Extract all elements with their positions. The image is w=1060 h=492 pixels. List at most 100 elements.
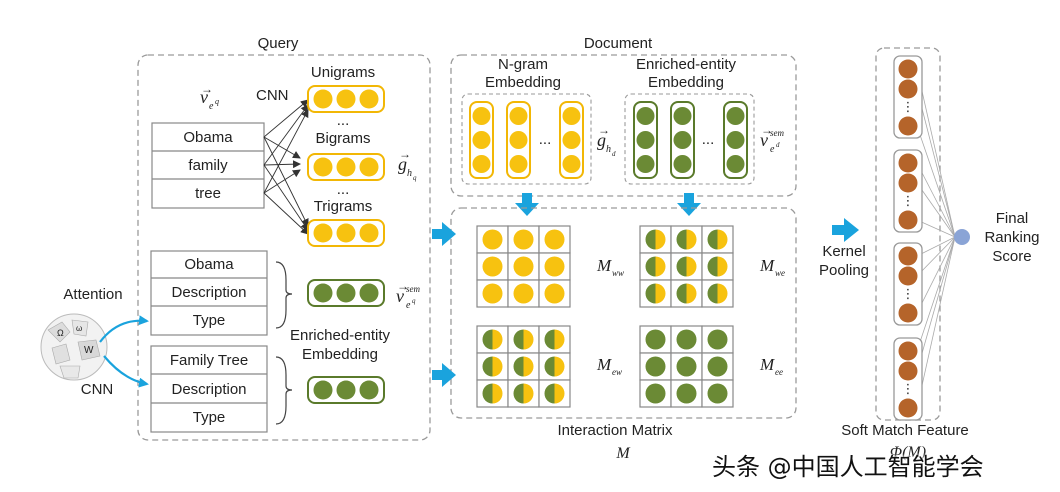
connection-line: [916, 219, 956, 238]
green-dot: [707, 329, 728, 350]
document-title: Document: [584, 35, 653, 52]
yellow-dot: [336, 223, 356, 243]
query-g-subsub: q: [413, 174, 417, 182]
green-dot: [313, 283, 333, 303]
connection-line: [916, 88, 956, 238]
soft-match-column: ⋮: [893, 55, 923, 139]
doc-sem-subsup: d: [776, 141, 780, 149]
soft-match-columns: ⋮ ⋮ ⋮ ⋮: [893, 55, 923, 421]
svg-text:we: we: [775, 268, 785, 278]
half-match-dot: [707, 283, 728, 304]
svg-text:→: →: [399, 147, 411, 161]
brown-dot: [898, 59, 918, 79]
green-dot: [726, 131, 745, 149]
green-dot: [645, 383, 666, 404]
yellow-dot: [472, 155, 491, 173]
soft-match-column: ⋮: [893, 337, 923, 421]
query-panel: [137, 54, 431, 441]
wikipedia-globe-icon: Ω W ω: [40, 313, 108, 381]
yellow-embedding-column: [469, 101, 494, 179]
svg-text:M: M: [759, 256, 775, 275]
green-dot: [645, 356, 666, 377]
yellow-dot: [359, 157, 379, 177]
brown-dot: [898, 210, 918, 230]
attention-arrow: [99, 315, 149, 343]
green-dot: [673, 131, 692, 149]
green-dot: [676, 383, 697, 404]
query-cnn-label: CNN: [256, 87, 289, 104]
brown-dot: [898, 361, 918, 381]
query-vector-symbol: v: [200, 87, 208, 107]
green-dot: [636, 107, 655, 125]
kernel-pooling-label-1: Kernel: [822, 243, 865, 260]
matrix-label-we: M we: [759, 256, 785, 278]
yellow-dot: [562, 131, 581, 149]
soft-match-title: Soft Match Feature: [841, 422, 969, 439]
entity1-brace: [275, 261, 293, 329]
connection-line: [916, 236, 956, 257]
half-match-dot: [676, 229, 697, 250]
brown-dot: [898, 398, 918, 418]
kernel-pooling-arrow-icon: [832, 218, 859, 242]
interaction-matrix-we: [639, 225, 734, 308]
doc-ngram-ellipsis: ...: [539, 131, 552, 148]
half-match-dot: [707, 256, 728, 277]
entity-field: Type: [193, 312, 226, 329]
soft-match-connections: [916, 68, 956, 409]
svg-text:W: W: [84, 345, 94, 356]
green-dot: [645, 329, 666, 350]
svg-text:→: →: [201, 82, 213, 96]
yellow-embedding-pill: [307, 85, 385, 113]
ngram-ellipsis: ...: [337, 181, 350, 198]
doc-ngram-title-1: N-gram: [498, 56, 548, 73]
yellow-dot: [359, 89, 379, 109]
entity-field: Family Tree: [170, 352, 248, 369]
green-dot: [707, 383, 728, 404]
connection-line: [916, 125, 956, 238]
doc-sem-symbol: v: [760, 130, 768, 150]
yellow-dot: [513, 229, 534, 250]
bigrams-label: Bigrams: [315, 130, 370, 147]
yellow-dot: [509, 155, 528, 173]
entity-field: Obama: [184, 256, 234, 273]
down-arrow-icon: [515, 193, 539, 216]
green-embedding-column: [670, 101, 695, 179]
final-label-2: Ranking: [984, 229, 1039, 246]
connection-line: [916, 236, 956, 314]
matrix-label-ww: M ww: [596, 256, 624, 278]
doc-g-symbol: g: [597, 130, 606, 150]
query-sem-sub: e: [406, 300, 411, 311]
right-arrow-icon: [432, 222, 456, 246]
query-ngram-vector-label: g → h q: [398, 147, 417, 182]
green-dot: [359, 283, 379, 303]
half-match-dot: [513, 383, 534, 404]
query-word: tree: [195, 185, 221, 202]
svg-text:ω: ω: [76, 324, 82, 333]
soft-ellipsis: ⋮: [902, 286, 915, 301]
yellow-dot: [544, 229, 565, 250]
green-dot: [336, 283, 356, 303]
green-embedding-column: [633, 101, 658, 179]
right-arrow-icon: [432, 363, 456, 387]
soft-match-symbol: Φ(M): [890, 444, 926, 461]
query-sem-sup: sem: [406, 284, 420, 294]
interaction-matrix-title: Interaction Matrix: [557, 422, 673, 439]
interaction-matrix-ew: [476, 325, 571, 408]
yellow-dot: [482, 283, 503, 304]
svg-text:ee: ee: [775, 367, 783, 377]
brown-dot: [898, 153, 918, 173]
green-embedding-pill: [307, 279, 385, 307]
doc-entity-ellipsis: ...: [702, 131, 715, 148]
query-entity2-table: Family Tree Description Type: [150, 345, 268, 433]
yellow-embedding-pill: [307, 219, 385, 247]
green-dot: [726, 155, 745, 173]
soft-ellipsis: ⋮: [902, 193, 915, 208]
green-dot: [336, 380, 356, 400]
interaction-matrices: [476, 225, 734, 408]
soft-match-column: ⋮: [893, 149, 923, 233]
green-dot: [359, 380, 379, 400]
matrix-label-ew: M ew: [596, 355, 622, 377]
doc-entity-title-1: Enriched-entity: [636, 56, 737, 73]
query-g-sub: h: [407, 168, 412, 179]
soft-ellipsis: ⋮: [902, 381, 915, 396]
